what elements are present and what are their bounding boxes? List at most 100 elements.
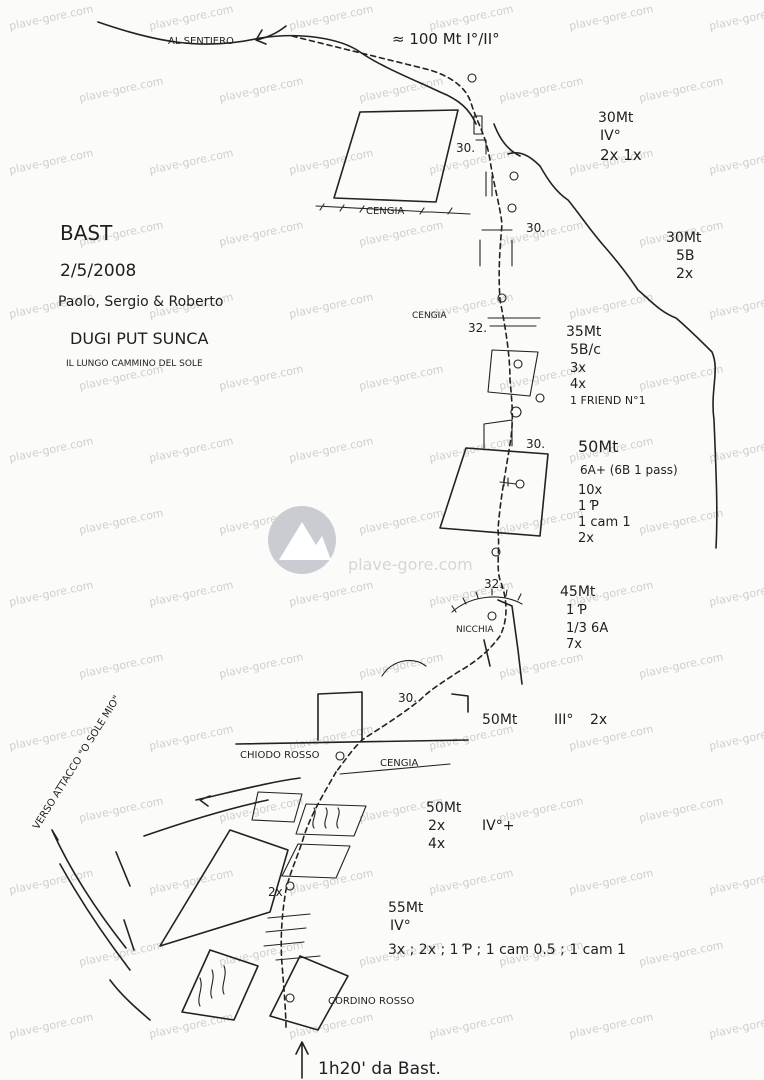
watermark-text: plave-gore.com bbox=[218, 650, 305, 681]
slab-lower-right bbox=[269, 955, 349, 1031]
anchor-icon bbox=[515, 479, 525, 489]
watermark-text: plave-gore.com bbox=[638, 362, 725, 393]
watermark-text: plave-gore.com bbox=[148, 146, 235, 177]
watermark-text: plave-gore.com bbox=[148, 2, 235, 33]
belay-number: 2x bbox=[268, 885, 283, 899]
watermark-text: plave-gore.com bbox=[708, 578, 764, 609]
anchor-icon bbox=[491, 547, 501, 557]
belay-number: 30. bbox=[526, 437, 545, 451]
pitch-gear: 2x bbox=[590, 712, 607, 728]
watermark-text: plave-gore.com bbox=[428, 866, 515, 897]
belay-boxes-top bbox=[473, 115, 513, 267]
slab-top bbox=[333, 109, 459, 203]
pitch-gear: 1 cam 1 bbox=[578, 515, 631, 530]
anchor-icon bbox=[467, 73, 477, 83]
belay-box-3 bbox=[487, 349, 539, 397]
small-arc bbox=[381, 660, 427, 677]
watermark-text: plave-gore.com bbox=[148, 722, 235, 753]
watermark-text: plave-gore.com bbox=[218, 218, 305, 249]
anchor-icon bbox=[513, 359, 523, 369]
belay-ticks-lower bbox=[263, 913, 321, 961]
pitch-gear: 7x bbox=[566, 637, 582, 652]
label-cordino-rosso: CORDINO ROSSO bbox=[328, 996, 414, 1007]
wall-edge bbox=[493, 123, 521, 157]
pitch-gear: 10x bbox=[578, 483, 603, 498]
watermark-text: plave-gore.com bbox=[8, 434, 95, 465]
watermark-text: plave-gore.com bbox=[148, 434, 235, 465]
slab-lower-left-2-texture bbox=[198, 965, 226, 1007]
pitch-gear: 1 Ƥ bbox=[578, 499, 599, 514]
watermark-text: plave-gore.com bbox=[288, 290, 375, 321]
pitch-length: 55Mt bbox=[388, 900, 424, 916]
watermark-text: plave-gore.com bbox=[358, 650, 445, 681]
label-cengia-mid: CENGIA bbox=[412, 311, 447, 321]
topo-route-subtitle: IL LUNGO CAMMINO DEL SOLE bbox=[66, 359, 203, 369]
pitch-gear: 4x bbox=[570, 377, 586, 392]
anchor-icon bbox=[335, 751, 345, 761]
slope-left-1 bbox=[195, 777, 301, 807]
label-cengia-top: CENGIA bbox=[366, 206, 404, 217]
watermark-text: plave-gore.com bbox=[8, 2, 95, 33]
pitch-grade: IV° bbox=[390, 918, 411, 934]
nicchia-arc bbox=[451, 596, 523, 613]
route-line-lower bbox=[280, 771, 337, 1031]
belay-box-4 bbox=[483, 419, 513, 449]
anchor-icon bbox=[507, 203, 517, 213]
arrow-left-icon bbox=[255, 25, 287, 45]
topo-route-name: DUGI PUT SUNCA bbox=[70, 329, 208, 348]
anchor-icon bbox=[509, 171, 519, 181]
piton-icon bbox=[499, 477, 517, 487]
pitch-length: 50Mt bbox=[482, 712, 518, 728]
watermark-text: plave-gore.com bbox=[568, 1010, 655, 1041]
label-al-sentiero: AL SENTIERO bbox=[168, 36, 234, 47]
pillar-pitch5 bbox=[451, 599, 523, 713]
anchor-icon bbox=[487, 611, 497, 621]
pitch-gear: 3x bbox=[570, 361, 586, 376]
watermark-text: plave-gore.com bbox=[358, 506, 445, 537]
pitch-gear: 4x bbox=[428, 836, 445, 852]
watermark-text: plave-gore.com bbox=[218, 74, 305, 105]
topo-date: 2/5/2008 bbox=[60, 261, 136, 281]
anchor-icon bbox=[497, 293, 507, 303]
slope-left-5 bbox=[115, 851, 135, 951]
pitch-grade: III° bbox=[554, 712, 573, 728]
watermark-text: plave-gore.com bbox=[358, 74, 445, 105]
pitch-length: 45Mt bbox=[560, 584, 596, 600]
pitch-length: 50Mt bbox=[426, 800, 462, 816]
pitch-gear: 2x bbox=[578, 531, 594, 546]
watermark-text: plave-gore.com bbox=[498, 650, 585, 681]
watermark-text: plave-gore.com bbox=[708, 2, 764, 33]
watermark-text: plave-gore.com bbox=[568, 722, 655, 753]
belay-number: 32. bbox=[484, 577, 503, 591]
pitch-length: 30Mt bbox=[666, 230, 702, 246]
label-nicchia: NICCHIA bbox=[456, 625, 494, 635]
watermark-text: plave-gore.com bbox=[8, 866, 95, 897]
watermark-text: plave-gore.com bbox=[288, 866, 375, 897]
watermark-text: plave-gore.com bbox=[288, 578, 375, 609]
watermark-text: plave-gore.com bbox=[498, 74, 585, 105]
watermark-text: plave-gore.com bbox=[358, 218, 445, 249]
watermark-text: plave-gore.com bbox=[288, 434, 375, 465]
watermark-text: plave-gore.com bbox=[708, 146, 764, 177]
pitch-gear: 2x bbox=[676, 266, 693, 282]
watermark-text: plave-gore.com bbox=[638, 650, 725, 681]
watermark-layer: plave-gore.com plave-gore.com plave-gore.c… bbox=[8, 2, 764, 1041]
watermark-text: plave-gore.com bbox=[148, 866, 235, 897]
watermark-text: plave-gore.com bbox=[8, 578, 95, 609]
pitch-gear: 2x bbox=[428, 818, 445, 834]
topo-climbers: Paolo, Sergio & Roberto bbox=[58, 294, 223, 310]
watermark-text: plave-gore.com bbox=[428, 1010, 515, 1041]
block-upper-lower bbox=[251, 791, 303, 823]
slab-lower-left-2 bbox=[181, 949, 259, 1021]
anchor-icon bbox=[285, 881, 295, 891]
slab-pitch4 bbox=[439, 447, 549, 537]
watermark-text: plave-gore.com bbox=[78, 650, 165, 681]
ledge-mid bbox=[487, 317, 541, 327]
slab-wavy-1 bbox=[295, 803, 367, 837]
belay-number: 32. bbox=[468, 321, 487, 335]
watermark-text: plave-gore.com bbox=[638, 794, 725, 825]
pitch-gear: 2x 1x bbox=[600, 146, 642, 164]
watermark-text: plave-gore.com bbox=[708, 290, 764, 321]
ridge-top bbox=[97, 21, 477, 125]
